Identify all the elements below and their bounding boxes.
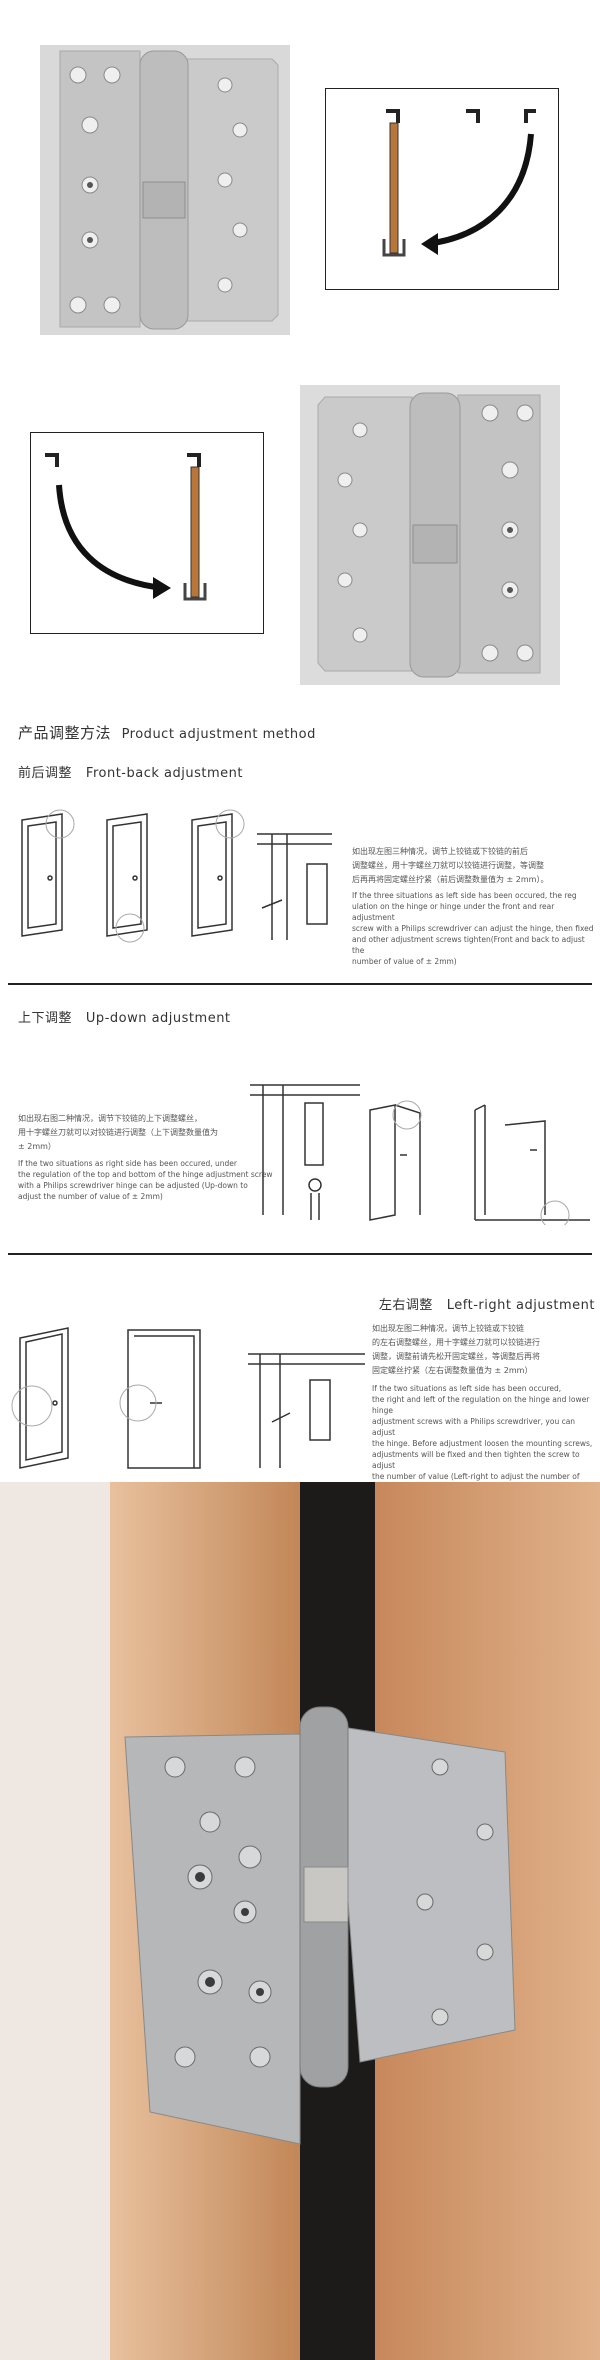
front-back-heading: 前后调整 Front-back adjustment bbox=[18, 762, 418, 781]
section-title-en: Product adjustment method bbox=[121, 727, 316, 742]
section-title: 产品调整方法 Product adjustment method bbox=[18, 722, 578, 743]
up-down-text-en: If the two situations as right side has … bbox=[18, 1159, 273, 1201]
front-back-illustrations bbox=[12, 800, 352, 950]
divider-2 bbox=[8, 1253, 592, 1255]
section-title-cn: 产品调整方法 bbox=[18, 724, 112, 742]
rotation-diagram-1 bbox=[325, 88, 559, 290]
left-right-illustrations bbox=[10, 1318, 370, 1478]
front-back-en: Front-back adjustment bbox=[85, 766, 243, 781]
installed-hinge-photo bbox=[0, 1482, 600, 2360]
hinge-photo-1 bbox=[40, 45, 290, 335]
hinge-photo-2 bbox=[300, 385, 560, 685]
front-back-cn: 前后调整 bbox=[18, 766, 73, 781]
left-right-text-cn: 如出现左图二种情况，调节上铰链或下铰链 的左右调整螺丝，用十字螺丝刀就可以铰链进… bbox=[372, 1324, 540, 1375]
divider-1 bbox=[8, 983, 592, 985]
front-back-text-en: If the three situations as left side has… bbox=[352, 891, 594, 966]
rotation-diagram-2 bbox=[30, 432, 264, 634]
left-right-heading: 左右调整 Left-right adjustment bbox=[365, 1294, 595, 1313]
up-down-illustrations bbox=[245, 1065, 595, 1230]
up-down-text-cn: 如出现右图二种情况，调节下铰链的上下调整螺丝， 用十字螺丝刀就可以对铰链进行调整… bbox=[18, 1114, 218, 1151]
left-right-en: Left-right adjustment bbox=[446, 1298, 595, 1313]
left-right-cn: 左右调整 bbox=[378, 1298, 433, 1313]
up-down-en: Up-down adjustment bbox=[85, 1011, 231, 1026]
front-back-text-cn: 如出现左图三种情况，调节上铰链或下铰链的前后 调整螺丝，用十字螺丝刀就可以铰链进… bbox=[352, 847, 549, 884]
up-down-cn: 上下调整 bbox=[18, 1011, 73, 1026]
up-down-heading: 上下调整 Up-down adjustment bbox=[18, 1007, 418, 1026]
